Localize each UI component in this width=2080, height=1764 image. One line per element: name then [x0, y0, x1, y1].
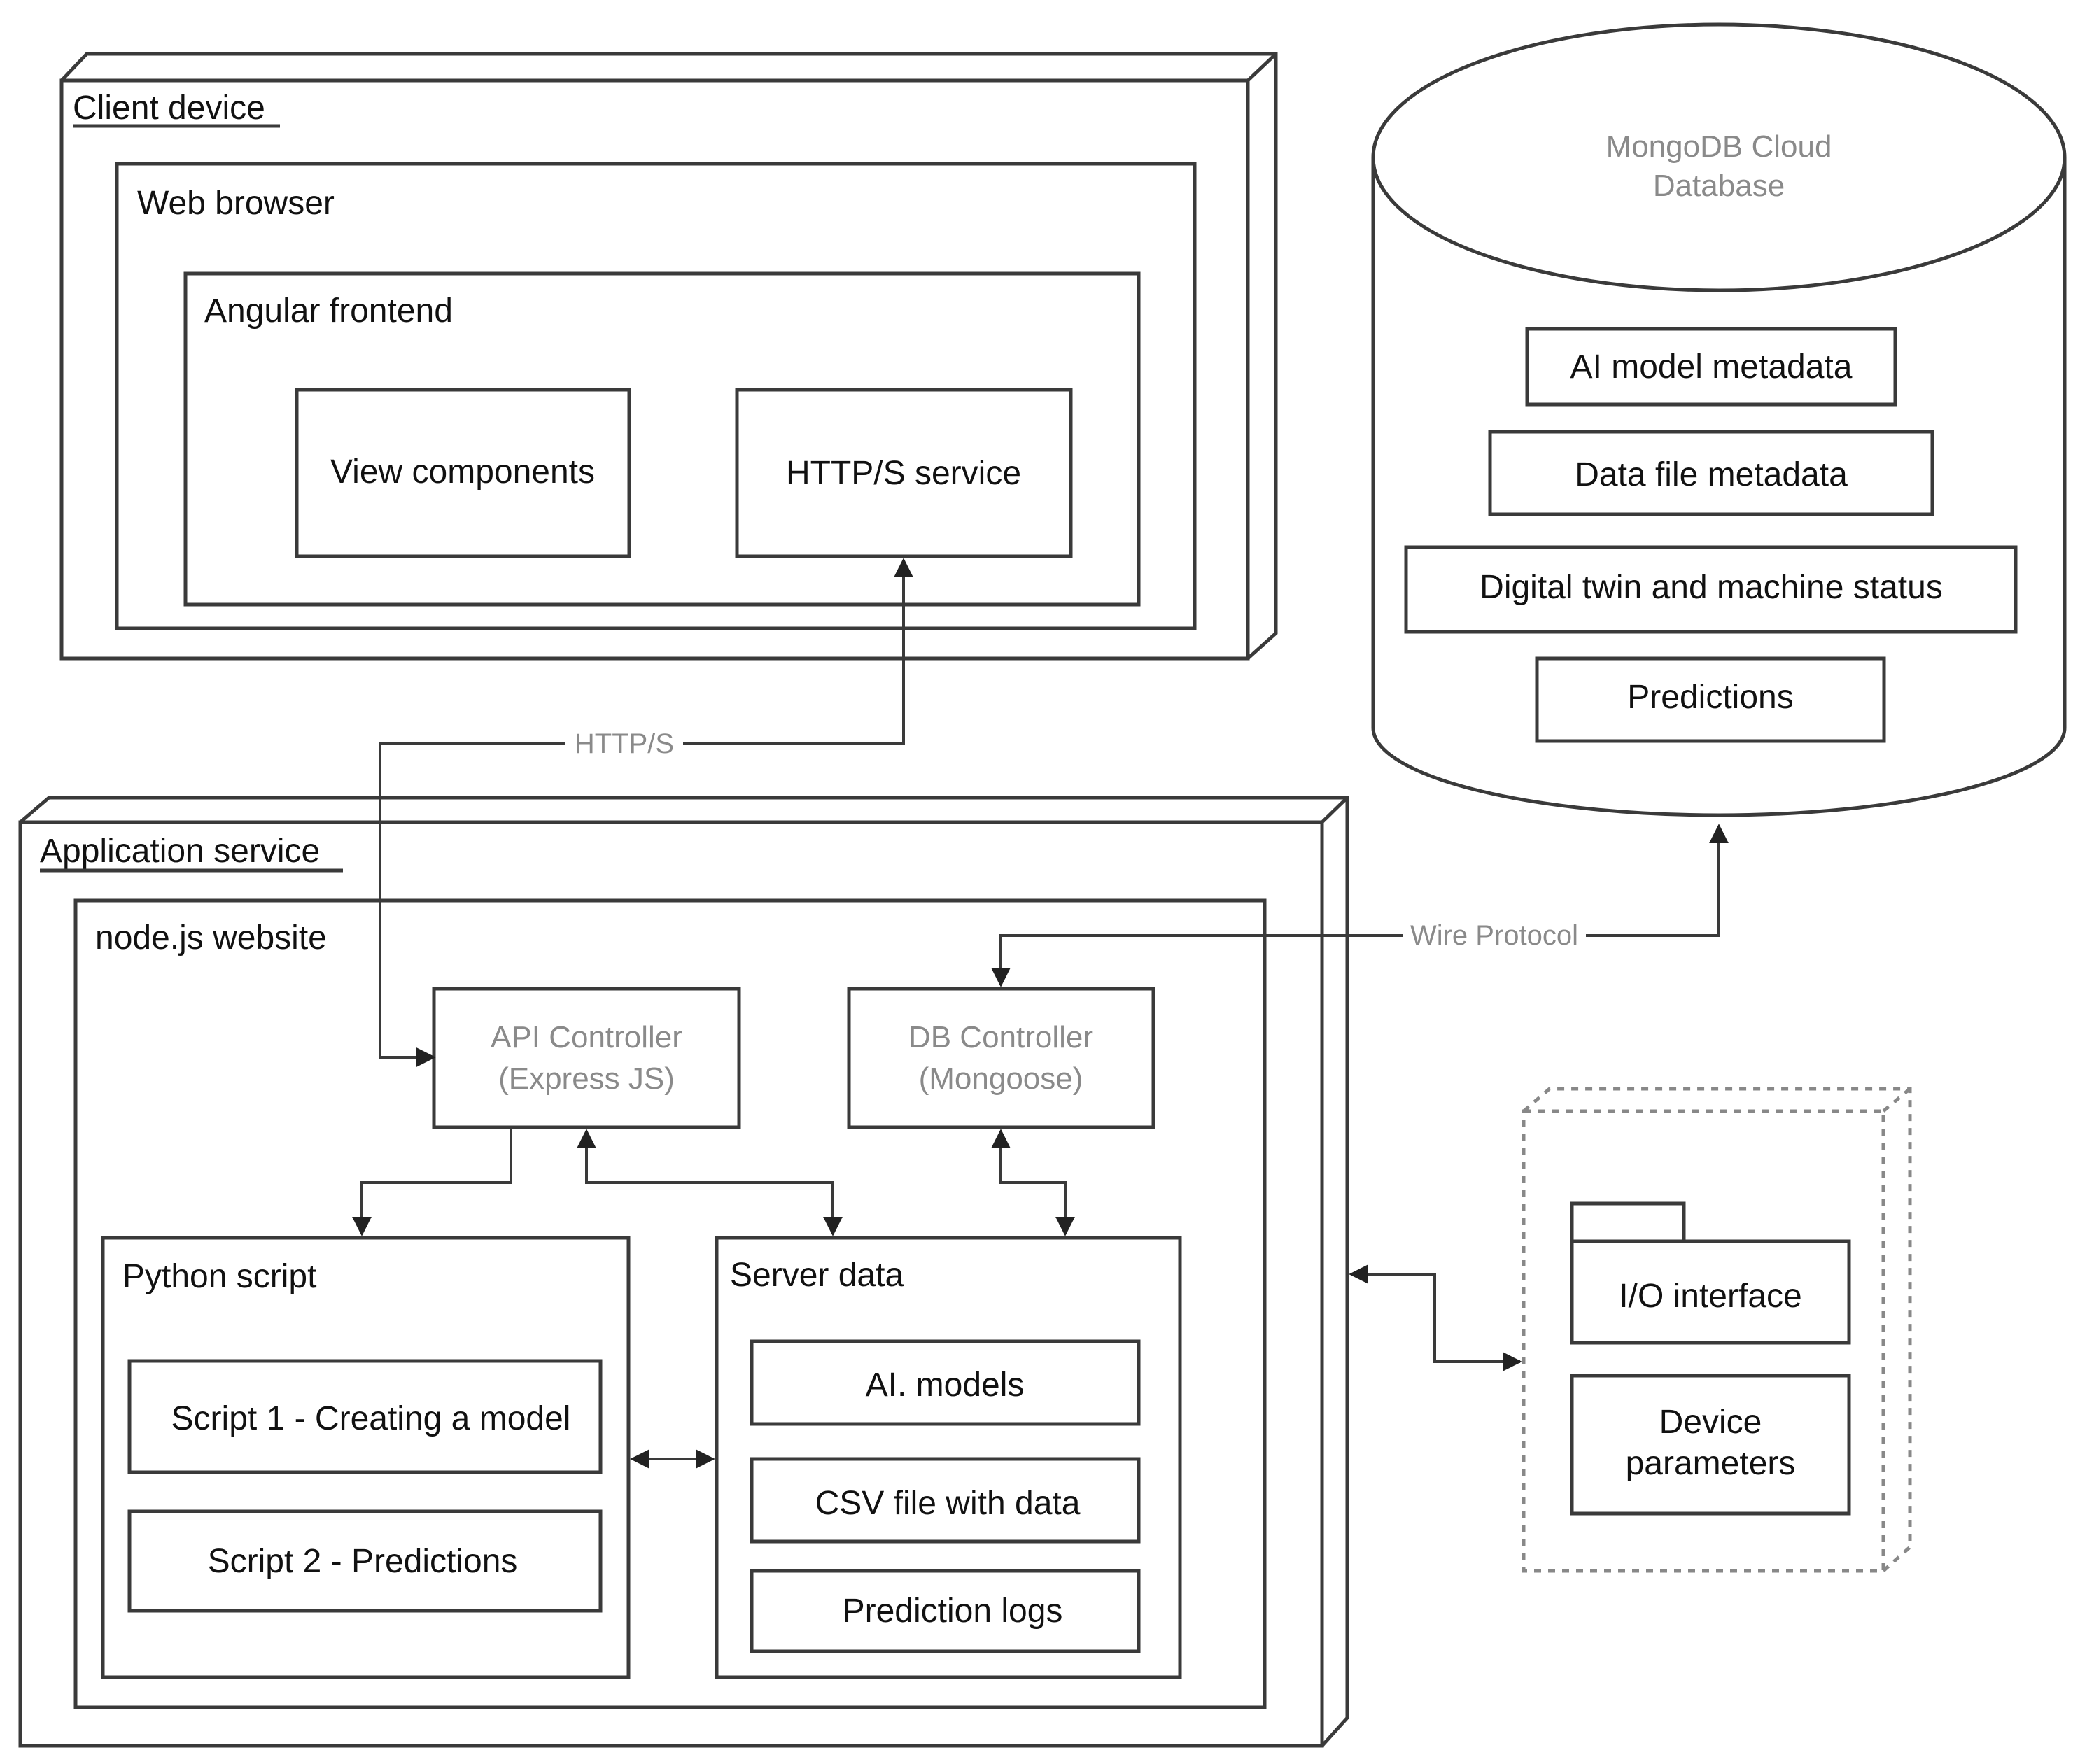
view-components-box: View components — [295, 388, 631, 558]
ai-models-box: AI. models — [750, 1339, 1141, 1426]
server-data-title: Server data — [730, 1257, 904, 1294]
digital-twin-label: Digital twin and machine status — [1480, 569, 1943, 606]
api-controller-box: API Controller (Express JS) — [432, 987, 741, 1129]
data-file-metadata-label: Data file metadata — [1575, 456, 1848, 493]
predictions-box — [1535, 656, 1886, 743]
io-interface-label: I/O interface — [1619, 1278, 1801, 1315]
data-file-metadata-box — [1488, 430, 1934, 516]
python-script-title: Python script — [122, 1258, 316, 1295]
db-controller-label-line2: (Mongoose) — [919, 1061, 1083, 1096]
web-browser-title: Web browser — [137, 185, 335, 222]
script2-box: Script 2 - Predictions — [127, 1509, 603, 1613]
api-controller-label-line1: API Controller — [491, 1020, 682, 1054]
db-controller-label-line1: DB Controller — [908, 1020, 1093, 1054]
digital-twin-box — [1404, 545, 2018, 634]
wire-protocol-edge — [991, 824, 1729, 987]
api-controller-label-line2: (Express JS) — [498, 1061, 675, 1096]
device-parameters-label-line2: parameters — [1626, 1445, 1796, 1482]
mongodb-label-line1: MongoDB Cloud — [1606, 129, 1832, 164]
mongodb-label-line2: Database — [1653, 169, 1785, 203]
io-interface-tab — [1570, 1201, 1686, 1241]
ai-model-metadata-label: AI model metadata — [1570, 348, 1853, 386]
script1-label: Script 1 - Creating a model — [171, 1400, 571, 1437]
db-controller-box: DB Controller (Mongoose) — [847, 987, 1155, 1129]
wire-protocol-edge-label: Wire Protocol — [1410, 920, 1578, 951]
external-device-node: I/O interface Device parameters — [1522, 1087, 1912, 1573]
mongodb-database: MongoDB Cloud Database AI model metadata… — [1371, 22, 2067, 817]
csv-file-box: CSV file with data — [750, 1457, 1141, 1544]
view-components-label: View components — [330, 453, 595, 491]
https-edge — [379, 558, 913, 1067]
app-device-edge — [1349, 1264, 1522, 1371]
prediction-logs-box: Prediction logs — [750, 1569, 1141, 1653]
api-to-python-edge — [352, 1127, 512, 1236]
predictions-label: Predictions — [1627, 679, 1793, 716]
server-data-box: Server data — [715, 1236, 1182, 1679]
io-interface-box — [1570, 1239, 1851, 1345]
csv-file-label: CSV file with data — [815, 1485, 1081, 1522]
python-script-box: Python script — [101, 1236, 631, 1679]
device-parameters-box — [1570, 1374, 1851, 1516]
http-service-label: HTTP/S service — [786, 455, 1021, 492]
client-device-title: Client device — [73, 90, 265, 127]
https-label-bg — [565, 728, 683, 758]
api-server-data-edge — [577, 1129, 843, 1236]
script1-box: Script 1 - Creating a model — [127, 1359, 603, 1474]
prediction-logs-label: Prediction logs — [843, 1593, 1063, 1630]
client-device-node: Client device — [59, 52, 1278, 661]
wire-protocol-label-bg — [1403, 920, 1586, 951]
http-service-box: HTTP/S service — [735, 388, 1073, 558]
nodejs-website-title: node.js website — [95, 919, 327, 957]
device-parameters-label-line1: Device — [1659, 1404, 1762, 1441]
db-server-data-edge — [991, 1129, 1075, 1236]
script2-label: Script 2 - Predictions — [208, 1543, 518, 1580]
ai-models-label: AI. models — [866, 1367, 1025, 1404]
angular-frontend-title: Angular frontend — [204, 292, 453, 330]
https-edge-label: HTTP/S — [575, 728, 674, 759]
application-service-title: Application service — [40, 833, 320, 870]
ai-model-metadata-box — [1525, 327, 1897, 407]
